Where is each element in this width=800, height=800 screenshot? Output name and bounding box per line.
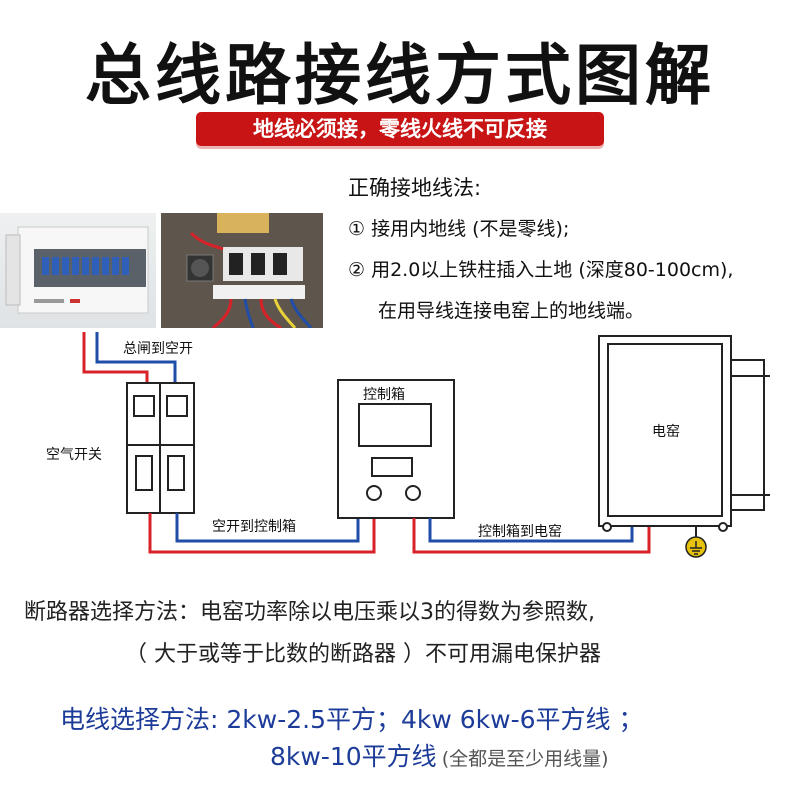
breaker-method-line2: （ 大于或等于比数的断路器 ）不可用漏电保护器 <box>125 636 601 668</box>
label-breaker-to-control: 空开到控制箱 <box>212 516 296 536</box>
label-air-switch: 空气开关 <box>46 444 102 464</box>
wire-method-line2-group: 8kw-10平方线 (全都是至少用线量) <box>270 737 609 773</box>
kiln-device <box>599 336 770 531</box>
label-kiln: 电窑 <box>652 421 680 441</box>
wire-method-note: (全都是至少用线量) <box>442 748 609 770</box>
ground-terminal-icon <box>686 527 706 557</box>
label-control-box: 控制箱 <box>363 384 405 404</box>
label-main-to-breaker: 总闸到空开 <box>123 338 193 358</box>
air-switch-device <box>127 383 194 513</box>
wire-method-line2: 8kw-10平方线 <box>270 742 437 771</box>
breaker-method-line1: 断路器选择方法：电窑功率除以电压乘以3的得数为参照数, <box>24 594 595 626</box>
wire-method-line1: 电线选择方法: 2kw-2.5平方；4kw 6kw-6平方线 ； <box>60 700 643 736</box>
label-control-to-kiln: 控制箱到电窑 <box>478 521 562 541</box>
